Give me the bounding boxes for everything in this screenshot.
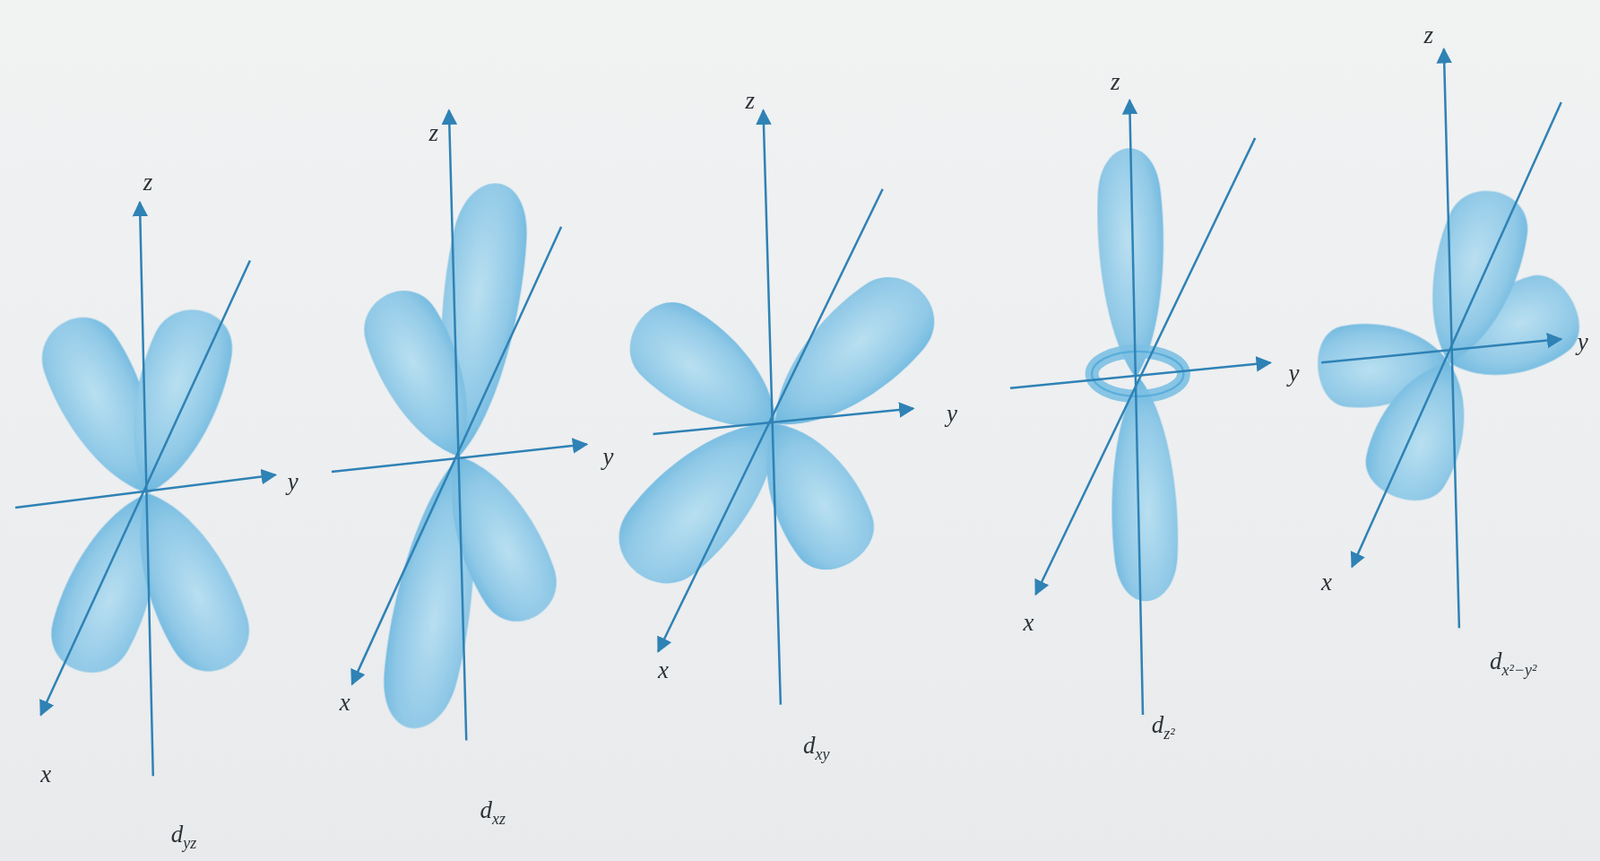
orbital-lobes (26, 147, 1592, 735)
orbital-letter: d (171, 820, 184, 848)
orbital-letter: d (1151, 710, 1165, 738)
axis-label: x (657, 657, 669, 682)
orbital-subscript: yz (182, 833, 197, 852)
orbital-subscript: x²−y² (1502, 660, 1538, 679)
axis-label: x (339, 690, 351, 715)
orbital-subscript: xz (492, 809, 506, 828)
orbital-label: dxz (480, 797, 507, 827)
axis-label: y (602, 443, 614, 468)
axis-label: x (1023, 610, 1035, 635)
orbital-subscript: z² (1163, 724, 1175, 743)
axis-label: z (1110, 69, 1121, 95)
axis-label: z (143, 169, 154, 194)
orbital-subscript: xy (814, 744, 830, 763)
axis-label: x (1321, 569, 1332, 594)
torus-ring (1091, 351, 1184, 397)
axis-label: z (429, 120, 440, 145)
axis-label: y (1577, 329, 1589, 355)
orbital-letter: d (480, 795, 493, 823)
orbital-label: dz² (1151, 712, 1176, 742)
orbital-label: dxy (803, 733, 830, 762)
axis-label: x (40, 761, 52, 786)
axis-label: y (287, 469, 299, 494)
orbital-label: dyz (171, 821, 198, 851)
orbital-letter: d (1489, 647, 1503, 675)
coordinate-axes (15, 49, 1562, 777)
axis-label: y (946, 401, 958, 426)
axis-label: z (744, 87, 755, 113)
orbital-letter: d (803, 731, 816, 759)
axis-label: y (1288, 360, 1299, 385)
orbital-label: dx²−y² (1489, 648, 1537, 678)
axis-label: z (1423, 22, 1434, 47)
